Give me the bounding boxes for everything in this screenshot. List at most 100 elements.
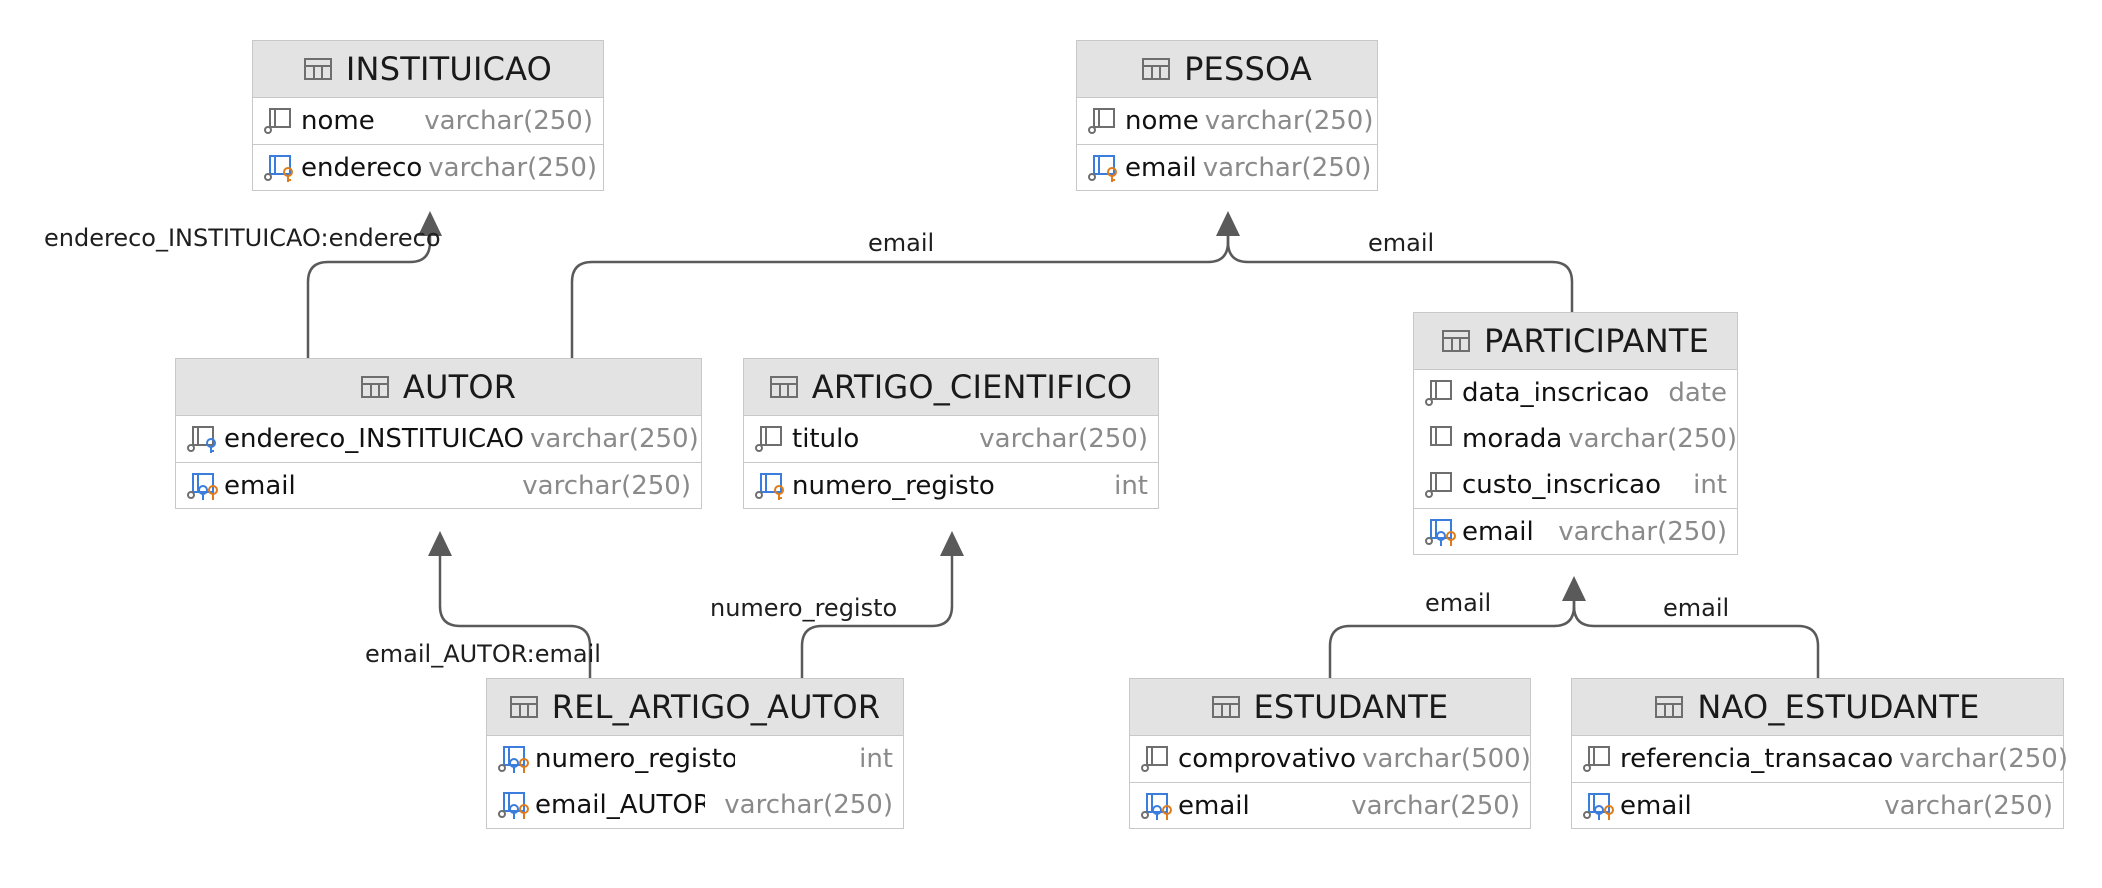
primary-foreign-key-column-icon	[1425, 518, 1456, 546]
edge-label-participante-pessoa: email	[1368, 229, 1434, 257]
column-type: varchar(250)	[724, 790, 893, 820]
column-row[interactable]: email varchar(250)	[1414, 508, 1737, 554]
primary-key-column-icon	[264, 154, 293, 182]
column-row[interactable]: morada varchar(250)	[1414, 416, 1737, 462]
column-icon	[1088, 108, 1115, 134]
column-name: referencia_transacao	[1620, 744, 1894, 774]
column-type: varchar(500)	[1362, 744, 1531, 774]
edge-label-nao-estudante-participante: email	[1663, 594, 1729, 622]
relationship-line-rel-autor	[438, 552, 592, 678]
column-type: varchar(250)	[1884, 790, 2053, 821]
column-icon	[1141, 746, 1168, 772]
column-row[interactable]: nome varchar(250)	[253, 98, 603, 144]
column-name: nome	[1125, 106, 1199, 136]
column-type: int	[1114, 470, 1148, 501]
table-icon	[303, 58, 332, 80]
column-type: varchar(250)	[1568, 424, 1738, 454]
column-row[interactable]: endereco_INSTITUICAO varchar(250)	[176, 416, 701, 462]
column-type: varchar(250)	[979, 424, 1148, 454]
table-header[interactable]: NAO_ESTUDANTE	[1572, 679, 2063, 736]
column-row[interactable]: comprovativo varchar(500)	[1130, 736, 1531, 782]
column-name: endereco	[301, 152, 423, 183]
column-name: comprovativo	[1178, 744, 1357, 774]
column-row[interactable]: custo_inscricao int	[1414, 462, 1737, 508]
primary-key-column-icon	[755, 472, 784, 500]
table-icon	[769, 376, 798, 398]
arrowhead-participante	[1562, 576, 1586, 601]
table-header[interactable]: INSTITUICAO	[253, 41, 603, 98]
column-row[interactable]: numero_registo int	[487, 736, 903, 782]
column-name: titulo	[792, 424, 860, 454]
table-icon	[360, 376, 389, 398]
table-title: AUTOR	[402, 368, 517, 406]
column-type: varchar(250)	[424, 106, 593, 136]
arrowhead-instituicao	[418, 211, 442, 236]
table-title: ESTUDANTE	[1253, 688, 1449, 726]
foreign-key-column-icon	[187, 426, 216, 453]
table-header[interactable]: ESTUDANTE	[1130, 679, 1530, 736]
column-row[interactable]: email varchar(250)	[1130, 782, 1530, 828]
table-estudante[interactable]: ESTUDANTE comprovativo varchar(500) emai…	[1129, 678, 1531, 829]
column-row[interactable]: data_inscricao date	[1414, 370, 1737, 416]
relationship-line-nao-estudante-participante	[1572, 598, 1820, 678]
relationship-line-participante-pessoa	[1226, 226, 1574, 312]
column-row[interactable]: email varchar(250)	[176, 462, 701, 508]
table-nao-estudante[interactable]: NAO_ESTUDANTE referencia_transacao varch…	[1571, 678, 2068, 829]
column-type: int	[1693, 470, 1727, 500]
column-name: data_inscricao	[1462, 378, 1650, 408]
table-title: PARTICIPANTE	[1483, 322, 1710, 360]
column-name: email	[224, 470, 296, 501]
column-row[interactable]: email_AUTOR varchar(250)	[487, 782, 903, 828]
column-row[interactable]: endereco varchar(250)	[253, 144, 603, 190]
column-row[interactable]: titulo varchar(250)	[744, 416, 1158, 462]
column-icon	[1583, 746, 1610, 772]
column-type: varchar(250)	[428, 152, 598, 183]
column-icon	[1425, 472, 1452, 498]
table-icon	[1142, 58, 1171, 80]
column-row[interactable]: email varchar(250)	[1572, 782, 2063, 828]
table-icon	[1655, 696, 1684, 718]
table-header[interactable]: REL_ARTIGO_AUTOR	[487, 679, 903, 736]
edge-label-autor-instituicao: endereco_INSTITUICAO:endereco	[44, 224, 441, 252]
table-title: PESSOA	[1184, 50, 1312, 88]
column-name: email	[1620, 790, 1692, 821]
table-rel-artigo-autor[interactable]: REL_ARTIGO_AUTOR numero_registo int emai…	[486, 678, 904, 829]
table-artigo-cientifico[interactable]: ARTIGO_CIENTIFICO titulo varchar(250) nu…	[743, 358, 1159, 509]
column-row[interactable]: email varchar(250)	[1077, 144, 1377, 190]
table-participante[interactable]: PARTICIPANTE data_inscricao date morada …	[1413, 312, 1738, 555]
column-name: email_AUTOR	[535, 790, 705, 820]
table-instituicao[interactable]: INSTITUICAO nome varchar(250) endereco v…	[252, 40, 604, 191]
column-type: varchar(250)	[1558, 516, 1727, 547]
column-row[interactable]: numero_registo int	[744, 462, 1158, 508]
column-name: custo_inscricao	[1462, 470, 1662, 500]
column-type: int	[859, 744, 893, 774]
table-pessoa[interactable]: PESSOA nome varchar(250) email varchar(2…	[1076, 40, 1378, 191]
table-title: REL_ARTIGO_AUTOR	[551, 688, 881, 726]
column-name: numero_registo	[535, 744, 735, 774]
column-name: email	[1178, 790, 1250, 821]
column-name: numero_registo	[792, 470, 995, 501]
column-type: varchar(250)	[522, 470, 691, 501]
table-header[interactable]: ARTIGO_CIENTIFICO	[744, 359, 1158, 416]
table-header[interactable]: AUTOR	[176, 359, 701, 416]
table-title: INSTITUICAO	[345, 50, 553, 88]
table-header[interactable]: PESSOA	[1077, 41, 1377, 98]
column-type: varchar(250)	[1351, 790, 1520, 821]
column-type: varchar(250)	[1202, 152, 1372, 183]
table-autor[interactable]: AUTOR endereco_INSTITUICAO varchar(250) …	[175, 358, 702, 509]
relationship-line-autor-pessoa	[570, 226, 1230, 358]
column-row[interactable]: nome varchar(250)	[1077, 98, 1377, 144]
primary-foreign-key-column-icon	[1141, 792, 1172, 820]
column-row[interactable]: referencia_transacao varchar(250)	[1572, 736, 2068, 782]
edge-label-rel-artigo: numero_registo	[710, 594, 897, 622]
column-icon	[264, 108, 291, 134]
primary-key-column-icon	[1088, 154, 1117, 182]
column-type: varchar(250)	[530, 424, 699, 454]
relationship-line-estudante-participante	[1328, 598, 1576, 678]
column-icon	[1425, 380, 1452, 406]
table-header[interactable]: PARTICIPANTE	[1414, 313, 1737, 370]
edge-label-estudante-participante: email	[1425, 589, 1491, 617]
table-icon	[1211, 696, 1240, 718]
column-type: varchar(250)	[1204, 106, 1374, 136]
